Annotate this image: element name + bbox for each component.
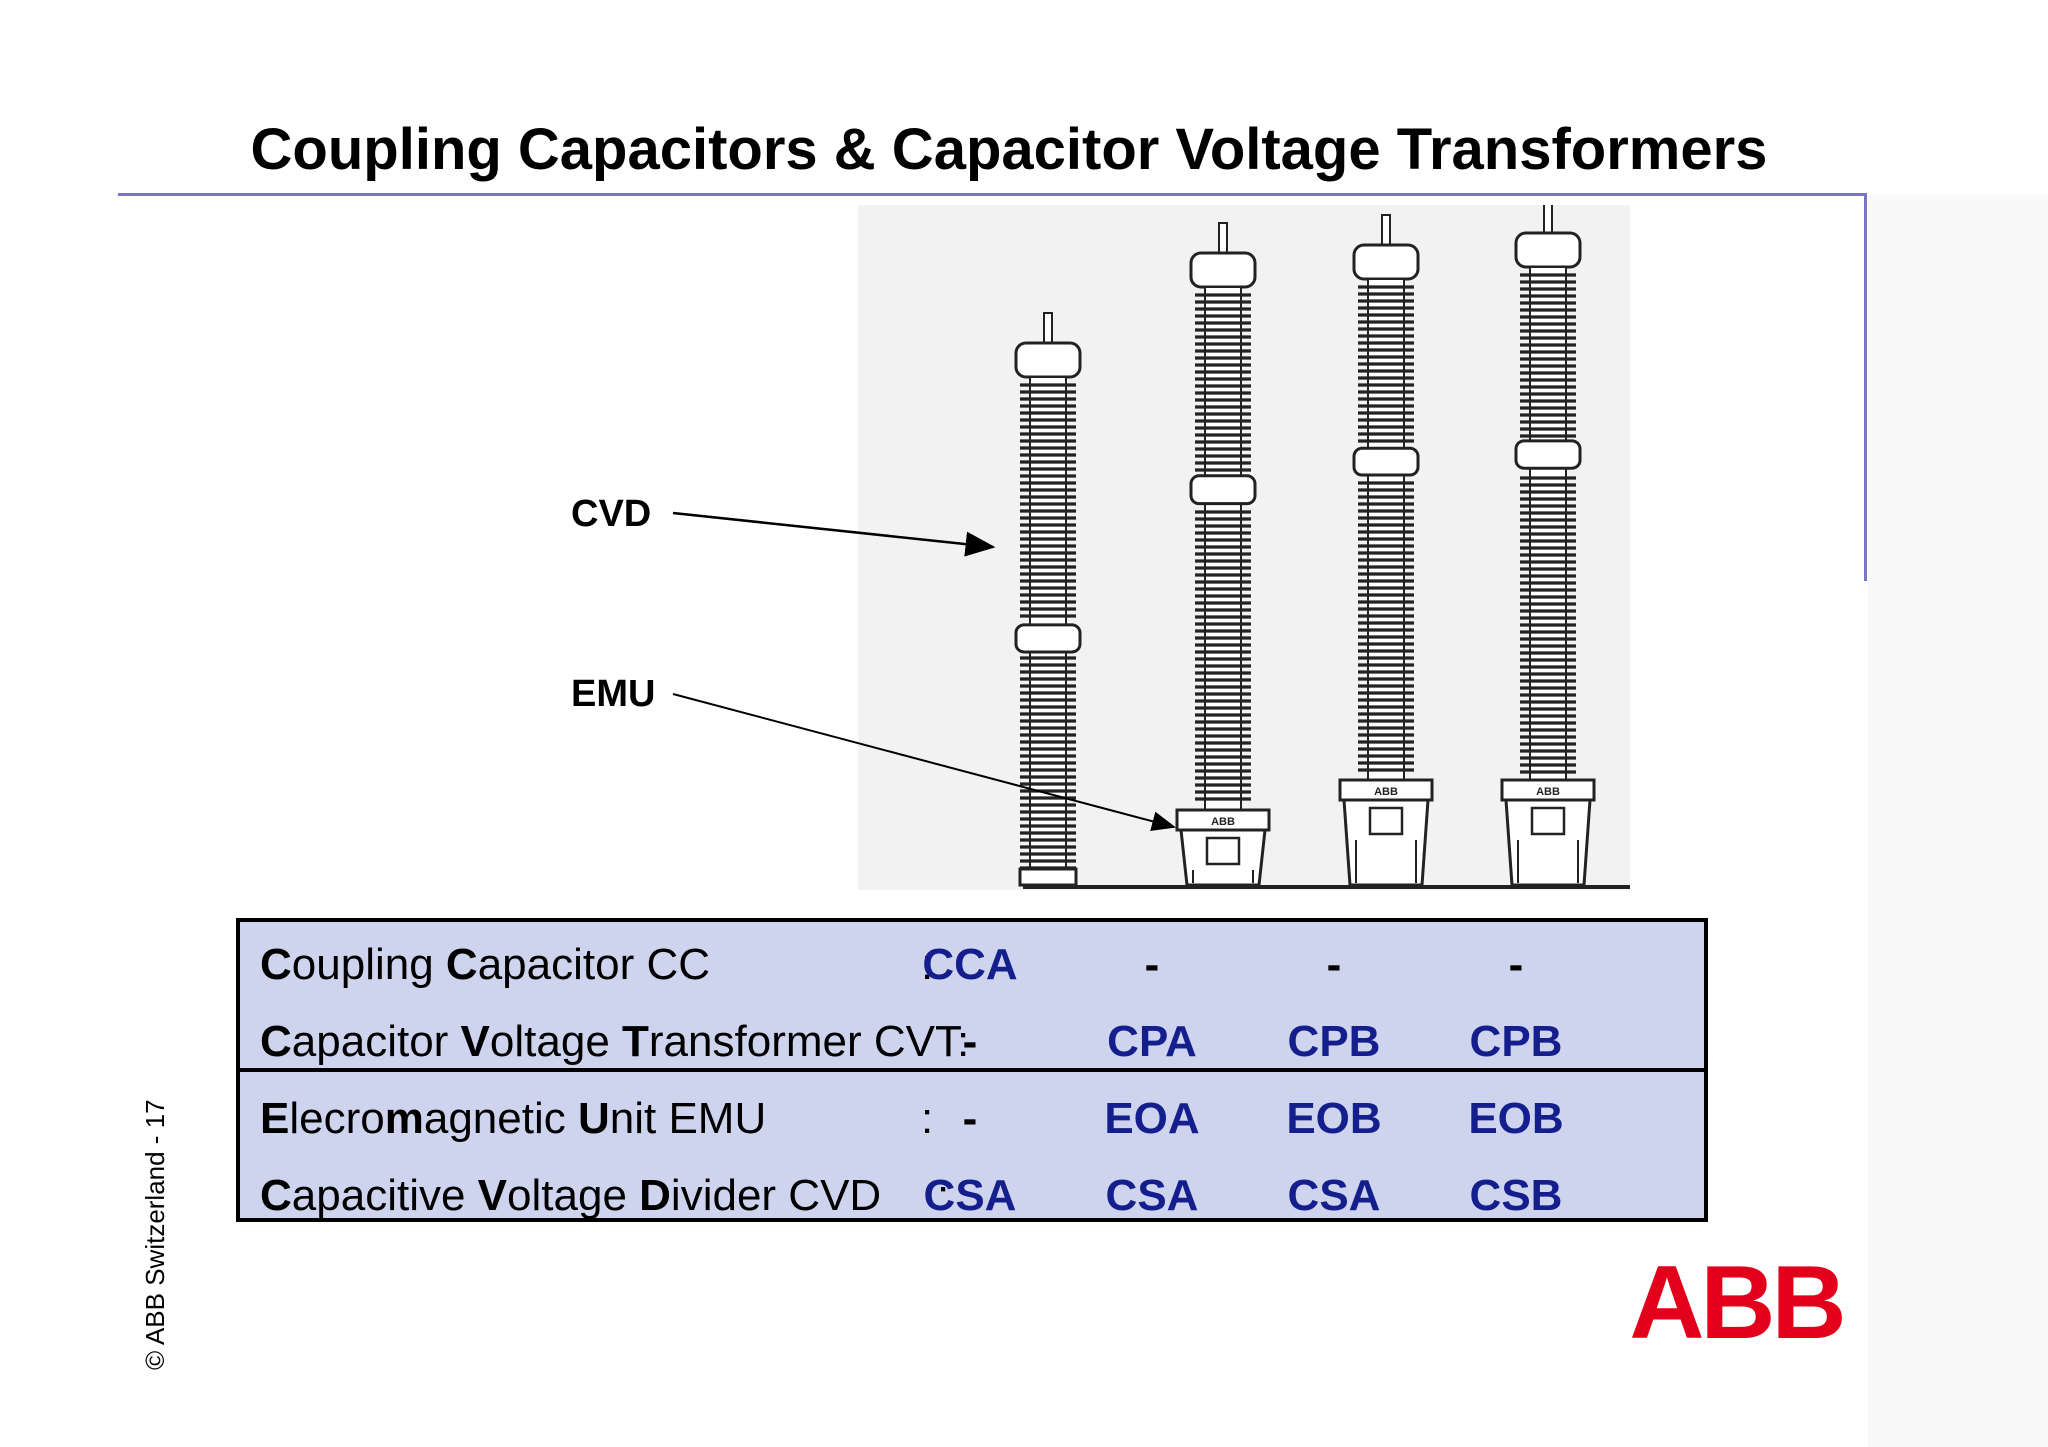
terminal-pin <box>1218 222 1228 254</box>
flange-band <box>1514 439 1582 470</box>
type-code: - <box>1508 940 1524 989</box>
initial-letter: U <box>577 1094 610 1143</box>
initial-letter: C <box>260 1171 292 1220</box>
callout-emu: EMU <box>571 673 656 715</box>
initial-letter: D <box>639 1171 671 1220</box>
column-cap <box>1352 243 1420 281</box>
emu-plate-label: ABB <box>1374 786 1398 798</box>
initial-letter: C <box>445 940 478 989</box>
initial-letter: V <box>477 1171 508 1220</box>
label-text: oltage <box>489 1017 623 1066</box>
table-row-label: Elecromagnetic Unit EMU <box>260 1084 766 1154</box>
column-cap <box>1014 341 1082 379</box>
flange-band <box>1189 474 1257 506</box>
flange-band <box>1014 623 1082 654</box>
table-row-label: Capacitive Voltage Divider CVD <box>260 1161 881 1231</box>
table-row-label: Capacitor Voltage Transformer CVT: <box>260 1007 969 1077</box>
copyright-text: © ABB Switzerland - 17 <box>140 1099 170 1370</box>
label-text: agnetic <box>423 1094 578 1143</box>
type-code: EOB <box>1286 1094 1382 1143</box>
type-code: CSA <box>1287 1171 1381 1220</box>
abb-logo: ABB <box>1629 1250 1846 1350</box>
row-colon: : <box>937 1171 950 1220</box>
column-base <box>1018 867 1078 887</box>
emu-tank <box>1342 798 1430 887</box>
label-text: apacitive <box>291 1171 478 1220</box>
initial-letter: m <box>384 1094 424 1143</box>
flange-band <box>1352 446 1420 477</box>
emu-window <box>1368 806 1404 836</box>
label-text: lecro <box>289 1094 385 1143</box>
row-colon: : <box>921 1094 934 1143</box>
right-panel-shade <box>1868 195 2048 1447</box>
type-code: EOA <box>1104 1094 1200 1143</box>
type-code: CPA <box>1107 1017 1197 1066</box>
emu-plate-label: ABB <box>1211 816 1235 828</box>
type-code: - <box>1144 940 1160 989</box>
terminal-pin <box>1381 214 1391 246</box>
label-text: ivider CVD <box>670 1171 882 1220</box>
emu-window <box>1205 836 1241 866</box>
insulator-columns: ABB ABB ABB <box>1014 202 1630 889</box>
column-core <box>1367 278 1405 781</box>
table-row-label: Coupling Capacitor CC <box>260 930 710 1000</box>
label-text: apacitor <box>291 1017 461 1066</box>
label-text: nit EMU <box>609 1094 767 1143</box>
terminal-pin <box>1543 202 1553 234</box>
type-code: CSB <box>1469 1171 1563 1220</box>
type-code: - <box>962 1094 978 1143</box>
initial-letter: E <box>260 1094 290 1143</box>
type-code: CSA <box>923 1171 1017 1220</box>
initial-letter: V <box>460 1017 490 1066</box>
label-text: apacitor CC <box>477 940 711 989</box>
type-code: CCA <box>922 940 1018 989</box>
emu-plate-label: ABB <box>1536 786 1560 798</box>
column-cap <box>1189 251 1257 289</box>
label-text: oltage <box>507 1171 640 1220</box>
cvt-drawing: ABB ABB ABB <box>858 202 1630 890</box>
label-text: ransformer CVT: <box>648 1017 970 1066</box>
page-title: Coupling Capacitors & Capacitor Voltage … <box>250 117 1768 182</box>
terminal-pin <box>1043 312 1053 344</box>
side-rule <box>1864 193 1867 581</box>
type-code: CPB <box>1287 1017 1381 1066</box>
type-code: EOB <box>1468 1094 1564 1143</box>
type-code: CSA <box>1105 1171 1199 1220</box>
column-cap <box>1514 231 1582 269</box>
type-code: CPB <box>1469 1017 1563 1066</box>
initial-letter: C <box>260 1017 292 1066</box>
table-divider <box>240 1068 1704 1072</box>
emu-window <box>1530 806 1566 836</box>
initial-letter: C <box>260 940 292 989</box>
initial-letter: T <box>622 1017 649 1066</box>
row-colon: : <box>921 940 934 989</box>
designation-table: Coupling Capacitor CC:CCA---Capacitor Vo… <box>236 918 1708 1222</box>
abb-logo-text: ABB <box>1629 1250 1842 1350</box>
title-rule <box>118 193 1866 196</box>
type-code: - <box>962 1017 978 1066</box>
callout-cvd: CVD <box>571 493 652 535</box>
emu-tank <box>1504 798 1592 887</box>
label-text: oupling <box>291 940 446 989</box>
type-code: - <box>1326 940 1342 989</box>
